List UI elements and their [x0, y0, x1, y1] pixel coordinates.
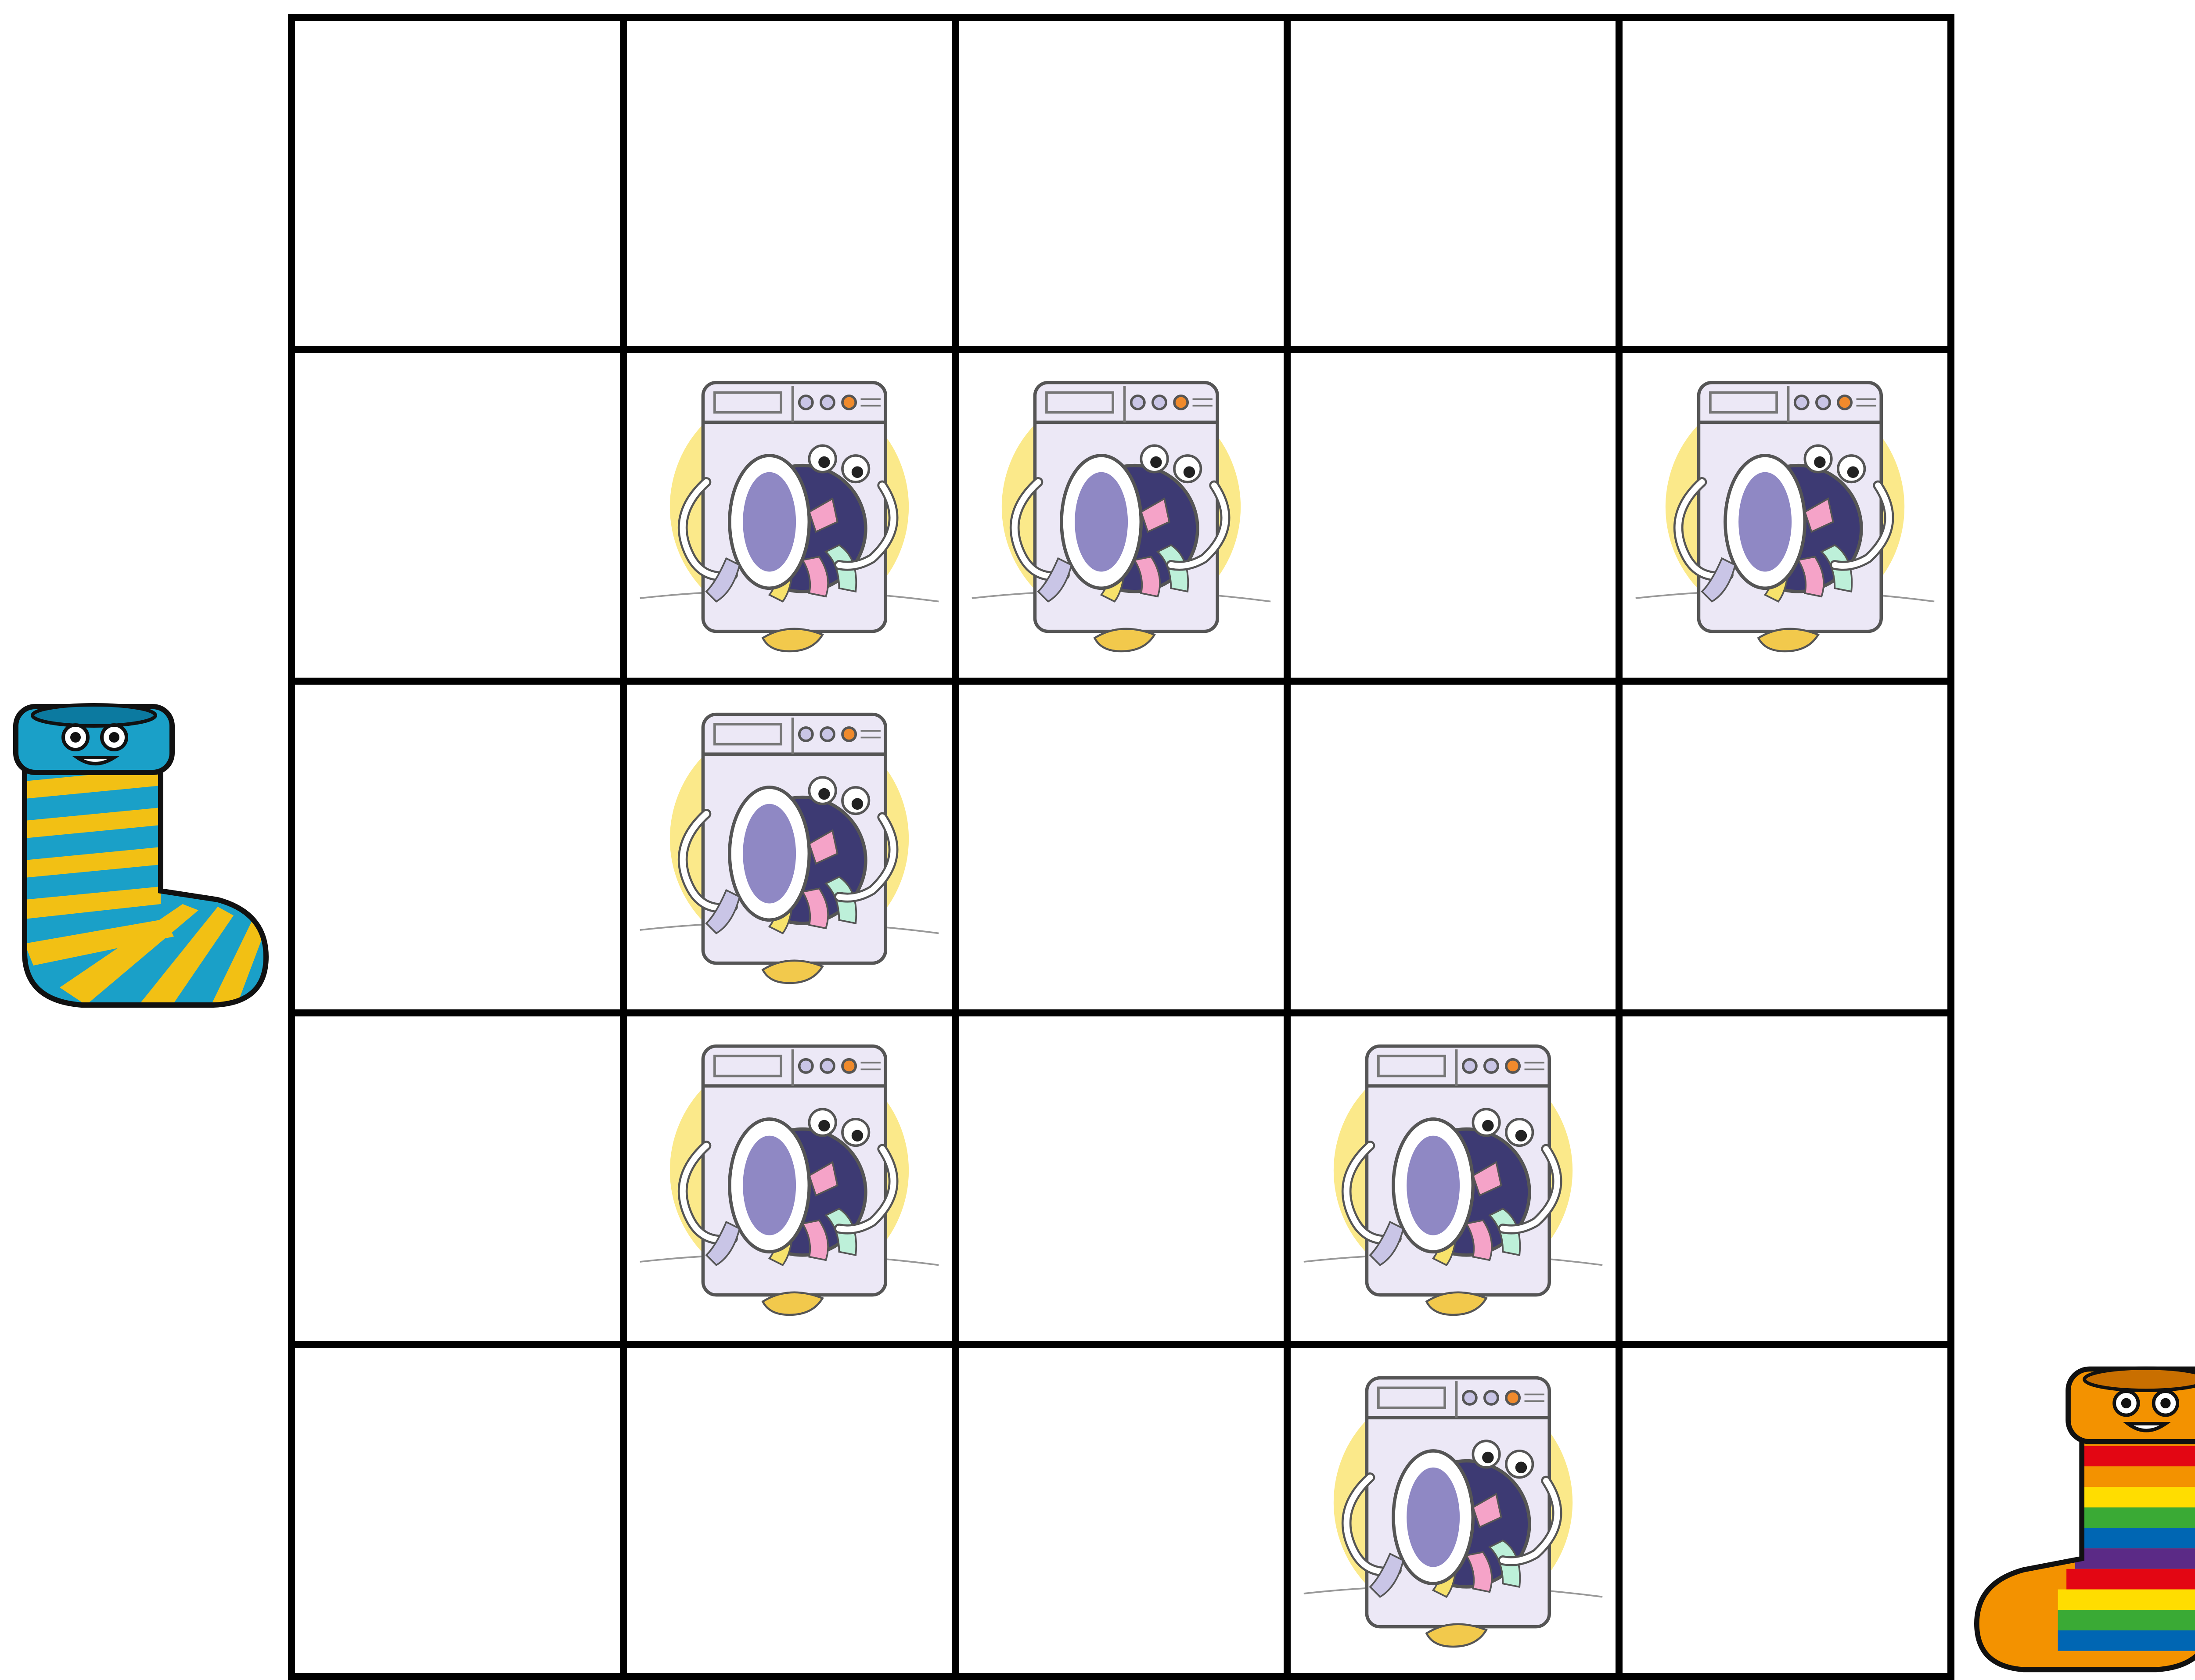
grid-line-vertical	[1284, 14, 1291, 1680]
grid-line-horizontal	[288, 1341, 1954, 1348]
board-cell[interactable]	[623, 18, 955, 349]
grid-line-horizontal	[288, 1009, 1954, 1016]
grid-line-vertical	[1947, 14, 1954, 1680]
start-sock-icon[interactable]	[7, 689, 270, 1014]
board-cell[interactable]	[1619, 1345, 1951, 1676]
board-cell[interactable]	[1619, 349, 1951, 681]
board-cell[interactable]	[291, 1345, 623, 1676]
board-cell[interactable]	[1287, 1013, 1619, 1345]
grid-line-horizontal	[288, 1673, 1954, 1680]
board-cell[interactable]	[291, 18, 623, 349]
board-cell[interactable]	[291, 349, 623, 681]
grid-line-vertical	[620, 14, 627, 1680]
grid-line-horizontal	[288, 346, 1954, 353]
washing-machine-icon	[623, 1013, 955, 1345]
washing-machine-icon	[1619, 349, 1951, 681]
washing-machine-icon	[623, 681, 955, 1013]
washing-machine-icon	[955, 349, 1287, 681]
board-cell[interactable]	[1287, 349, 1619, 681]
goal-sock-icon[interactable]	[1971, 1361, 2195, 1676]
washing-machine-icon	[1287, 1345, 1619, 1676]
board-cell[interactable]	[955, 349, 1287, 681]
board-cell[interactable]	[623, 681, 955, 1013]
board-cell[interactable]	[955, 681, 1287, 1013]
board-cell[interactable]	[1287, 18, 1619, 349]
grid-line-vertical	[952, 14, 959, 1680]
washing-machine-icon	[623, 349, 955, 681]
board-cell[interactable]	[1619, 681, 1951, 1013]
board-cell[interactable]	[623, 1345, 955, 1676]
board-cell[interactable]	[291, 681, 623, 1013]
board-cell[interactable]	[623, 349, 955, 681]
board-cell[interactable]	[955, 1013, 1287, 1345]
board-cell[interactable]	[1619, 1013, 1951, 1345]
board-cell[interactable]	[1619, 18, 1951, 349]
board-cell[interactable]	[623, 1013, 955, 1345]
grid-line-horizontal	[288, 678, 1954, 685]
washing-machine-icon	[1287, 1013, 1619, 1345]
board-cell[interactable]	[955, 18, 1287, 349]
board-cell[interactable]	[1287, 1345, 1619, 1676]
grid-line-horizontal	[288, 14, 1954, 21]
board-cell[interactable]	[291, 1013, 623, 1345]
board-cell[interactable]	[1287, 681, 1619, 1013]
grid-line-vertical	[1616, 14, 1623, 1680]
board-cell[interactable]	[955, 1345, 1287, 1676]
grid-line-vertical	[288, 14, 295, 1680]
game-board	[291, 18, 1951, 1676]
